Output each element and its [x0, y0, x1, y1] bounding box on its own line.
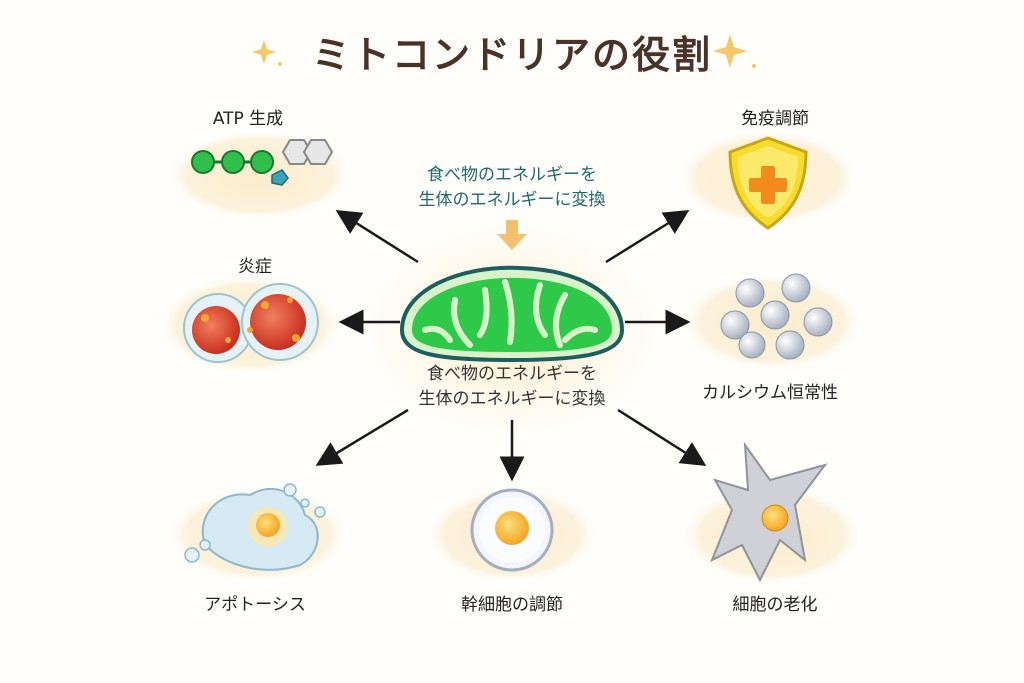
shield-icon [728, 136, 808, 230]
label-atp: ATP 生成 [212, 109, 284, 129]
stem-cell-icon [470, 488, 554, 572]
senescent-cell-icon [710, 441, 828, 583]
center-caption-top-line1: 食べ物のエネルギーを [427, 165, 597, 185]
center-caption-bottom: 食べ物のエネルギーを 生体のエネルギーに変換 [362, 362, 662, 412]
center-caption-bottom-line1: 食べ物のエネルギーを [427, 364, 597, 384]
arrow-to-aging [617, 408, 707, 467]
atp-molecule-icon [191, 139, 334, 186]
arrow-to-atp [335, 209, 419, 264]
label-inflammation: 炎症 [238, 257, 272, 277]
arrow-to-apoptosis [315, 408, 409, 466]
inflamed-cells-icon [183, 283, 319, 363]
center-caption-top-line2: 生体のエネルギーに変換 [418, 190, 606, 210]
sparkle-icons [252, 34, 756, 68]
page-title: ミトコンドリアの役割 [311, 33, 712, 77]
mitochondrion-icon [399, 265, 625, 363]
input-arrow-icon [497, 220, 527, 250]
center-caption-top: 食べ物のエネルギーを 生体のエネルギーに変換 [362, 163, 662, 213]
label-apoptosis: アポトーシス [204, 595, 306, 615]
calcium-ions-icon [720, 273, 833, 360]
center-caption-bottom-line2: 生体のエネルギーに変換 [418, 389, 606, 409]
apoptotic-cell-icon [184, 483, 326, 571]
label-calcium: カルシウム恒常性 [702, 383, 838, 403]
label-aging: 細胞の老化 [732, 595, 818, 615]
arrow-to-immune [605, 210, 690, 264]
label-immune: 免疫調節 [741, 109, 809, 129]
label-stem-cell: 幹細胞の調節 [461, 595, 563, 615]
